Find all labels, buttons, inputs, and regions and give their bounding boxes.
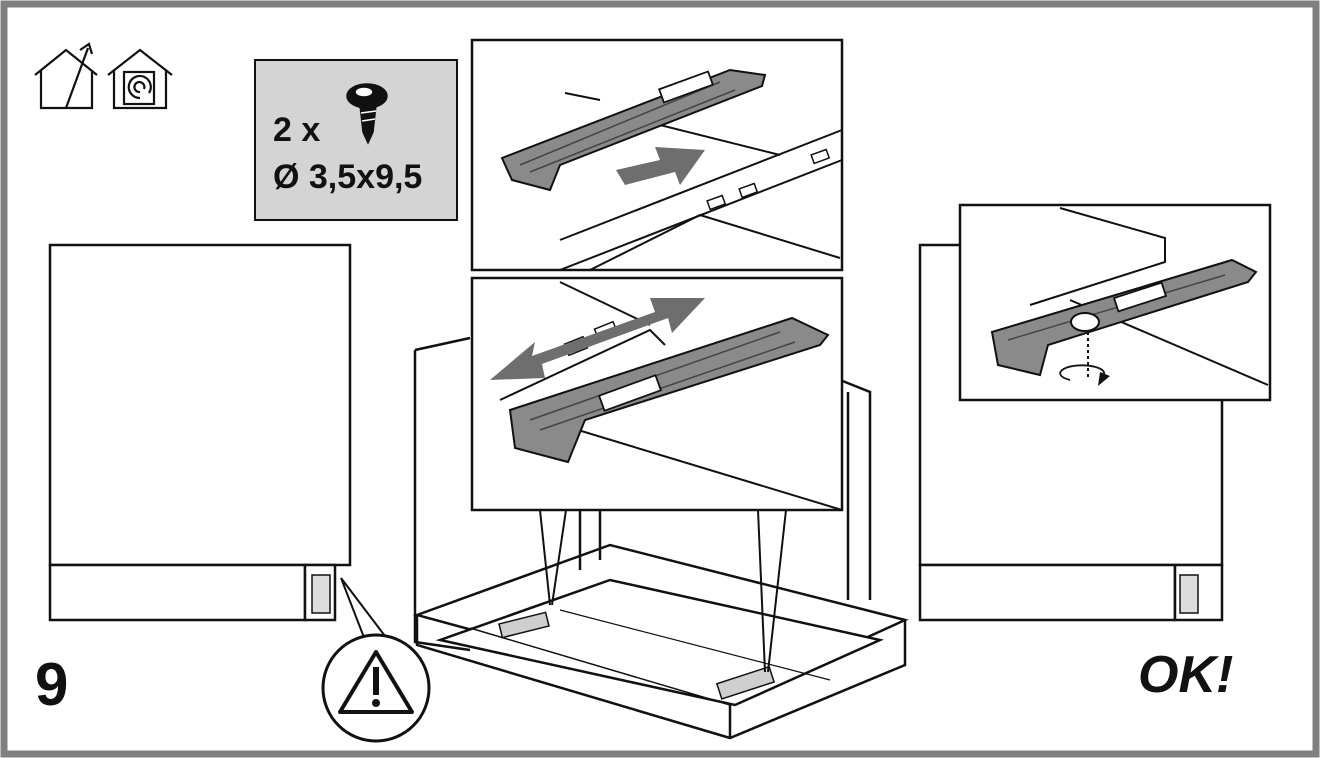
detail-panel-bottom xyxy=(470,276,844,512)
callout-lines xyxy=(539,509,787,673)
step-number: 9 xyxy=(35,651,69,718)
screw-head xyxy=(1070,312,1100,332)
hood-bracket-left xyxy=(498,611,550,639)
slide-arrow xyxy=(616,147,705,185)
detail-panel-top xyxy=(470,38,844,272)
screw-icon xyxy=(346,83,388,145)
hood-bracket-right xyxy=(715,665,776,700)
result-label: OK! xyxy=(1138,646,1234,704)
detail-panel-right xyxy=(958,203,1272,402)
left-cabinet xyxy=(48,243,352,622)
warning-icon xyxy=(321,633,431,743)
house-vent-out-icon xyxy=(34,42,98,110)
screw-quantity: 2 x xyxy=(273,111,321,149)
house-recirculation-icon xyxy=(107,48,173,110)
rotate-arrow-icon xyxy=(1059,364,1105,381)
screw-size: Ø 3,5x9,5 xyxy=(273,158,423,196)
adjust-arrow xyxy=(490,298,705,380)
warning-pointer xyxy=(340,577,386,641)
